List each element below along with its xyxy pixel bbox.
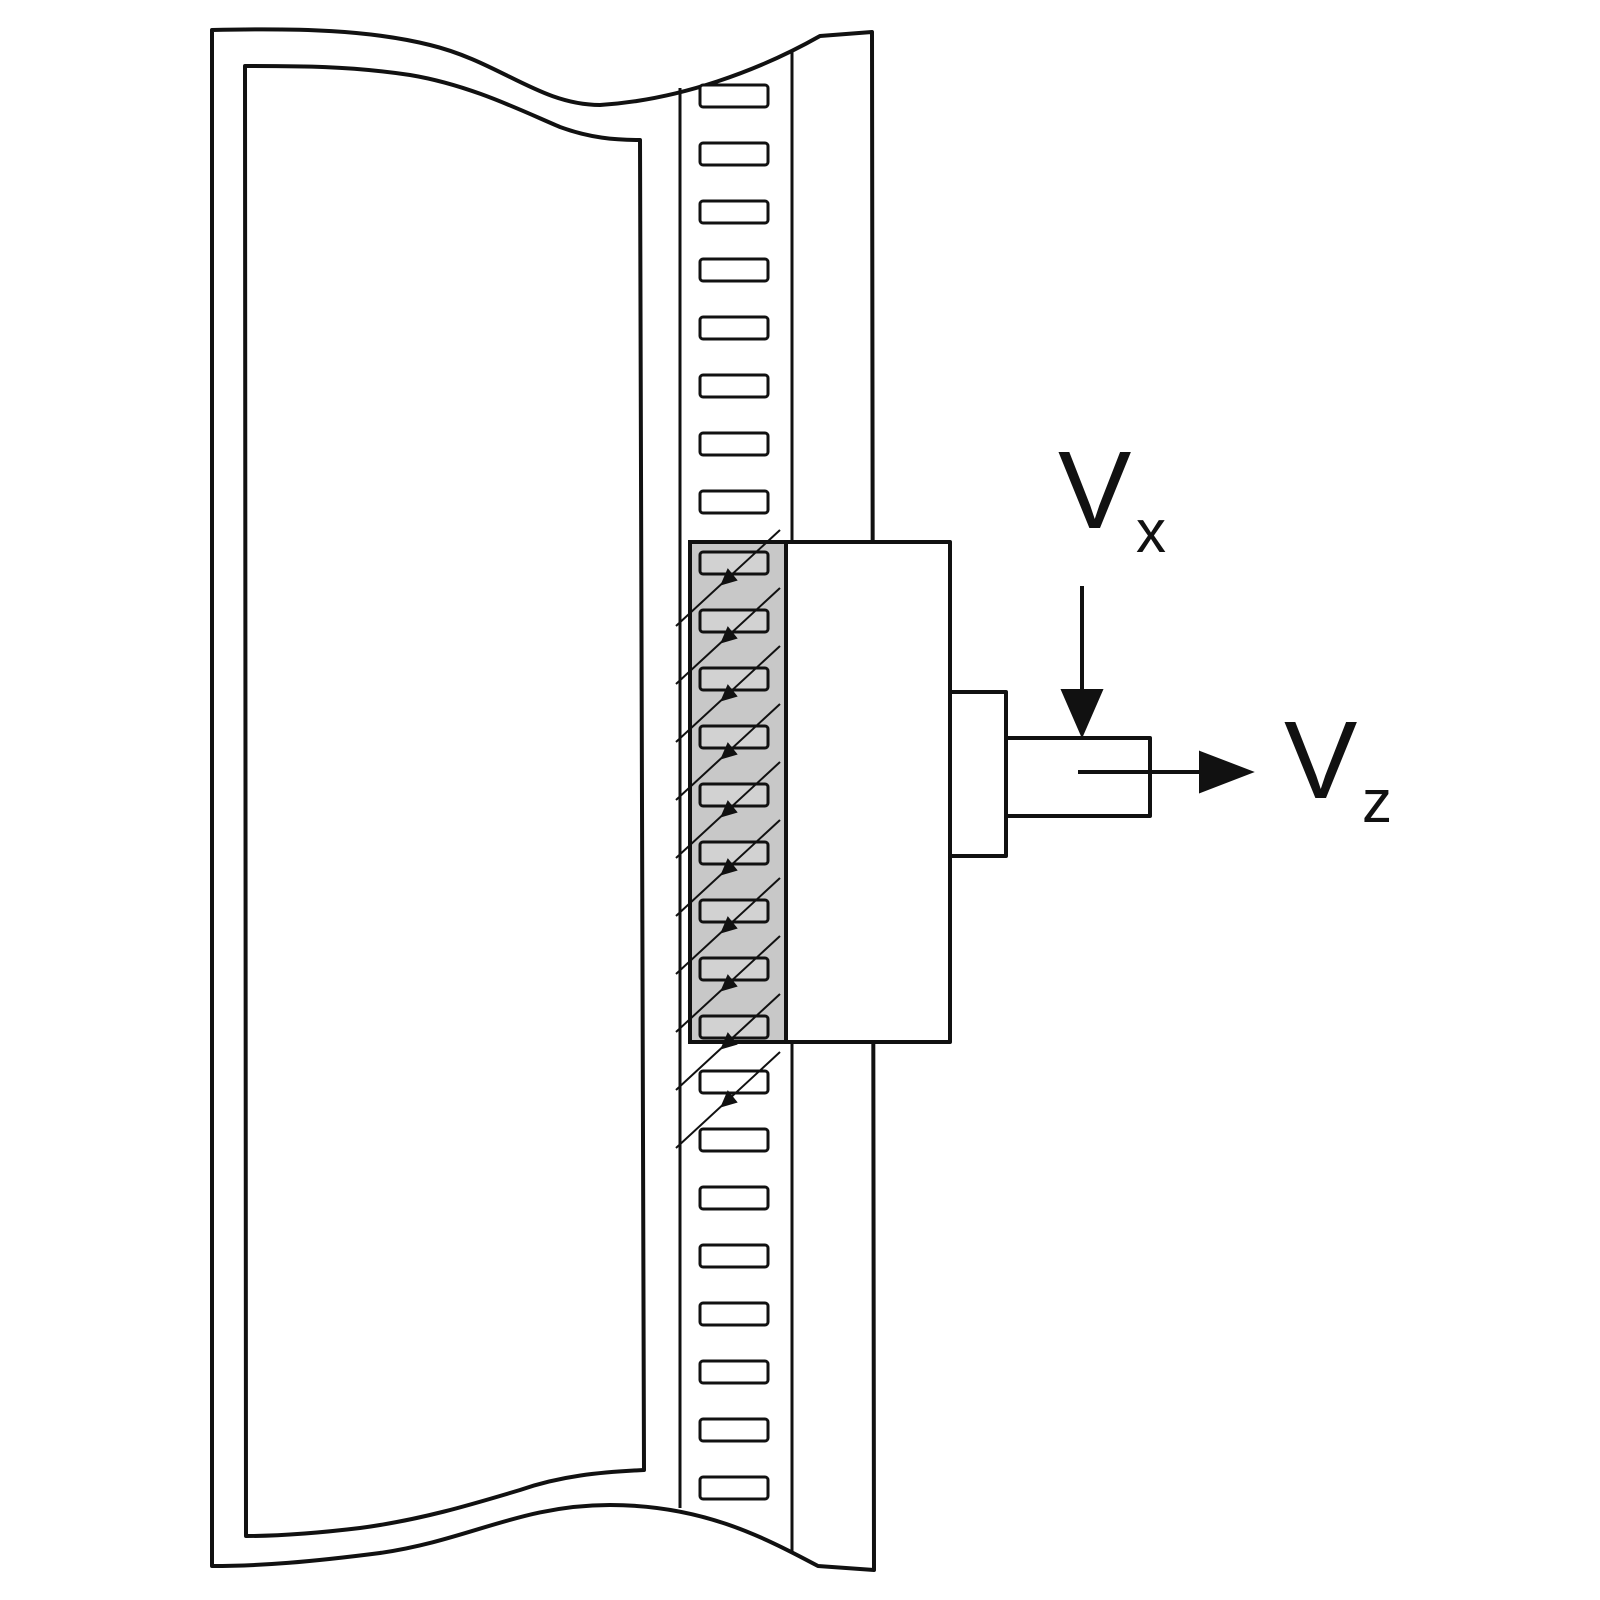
vz-label-sub: z (1362, 768, 1392, 835)
rail-slot (698, 1127, 770, 1153)
rail-slot (698, 315, 770, 341)
engaged-slot (698, 608, 770, 634)
rail-slot (698, 83, 770, 109)
vz-arrow-head (1199, 750, 1255, 794)
engaged-slot (698, 840, 770, 866)
tool-block (784, 540, 952, 1044)
rail-slot (698, 1417, 770, 1443)
vz-label-main: V (1284, 699, 1357, 822)
vx-arrow-head (1060, 689, 1104, 739)
rail-slot (698, 1475, 770, 1501)
engaged-slot (698, 782, 770, 808)
contact-arrow-head (720, 626, 738, 644)
contact-arrow-head (720, 684, 738, 702)
engaged-slot (698, 1014, 770, 1040)
rail-slot (698, 1243, 770, 1269)
rail-slot (698, 1069, 770, 1095)
rail-slot (698, 373, 770, 399)
contact-arrow-head (720, 800, 738, 818)
contact-arrow-head (720, 858, 738, 876)
engaged-slot (698, 956, 770, 982)
workpiece-inner-panel (243, 64, 646, 1538)
contact-arrow-head (720, 568, 738, 586)
vx-label-main: V (1058, 429, 1131, 552)
engaged-slot (698, 724, 770, 750)
engaged-slot (698, 550, 770, 576)
rail-slot (698, 141, 770, 167)
contact-arrow-head (720, 1090, 738, 1108)
contact-arrows (675, 529, 781, 1149)
rail-slot (698, 1359, 770, 1385)
rail-slots (698, 83, 770, 1501)
engaged-slots (698, 550, 770, 1040)
vx-label-sub: x (1136, 498, 1166, 565)
rail-slot (698, 1301, 770, 1327)
rail-slot (698, 257, 770, 283)
rail-slot (698, 431, 770, 457)
rail-slot (698, 1185, 770, 1211)
contact-arrow-head (720, 1032, 738, 1050)
engaged-slot (698, 666, 770, 692)
tool-spindle (1004, 736, 1152, 818)
rail-slot (698, 199, 770, 225)
rail-slot (698, 489, 770, 515)
contact-arrow-head (720, 974, 738, 992)
contact-arrow-head (720, 742, 738, 760)
engaged-slot (698, 898, 770, 924)
contact-arrow-head (720, 916, 738, 934)
tool-collar (948, 690, 1008, 858)
